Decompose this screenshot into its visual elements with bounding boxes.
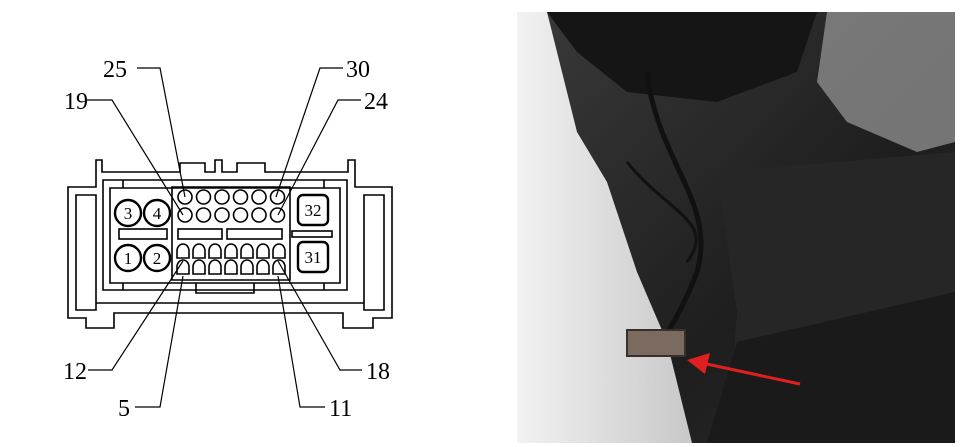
signal-pin: [192, 259, 206, 275]
signal-pin: [208, 259, 222, 275]
pin-label-1: 1: [124, 249, 133, 268]
signal-pin: [176, 259, 190, 275]
signal-pin: [256, 259, 270, 275]
pin-3: [113, 198, 143, 228]
callout-25: 25: [103, 57, 127, 83]
signal-pin: [214, 189, 230, 205]
signal-pin: [224, 259, 238, 275]
callout-11: 11: [329, 396, 352, 422]
signal-pin: [195, 189, 212, 205]
signal-pin: [192, 243, 206, 259]
connector-pinout-diagram: 3 4 1 2 32 31 25 19 30 24 12 5 18 11: [63, 57, 393, 422]
signal-pin: [232, 189, 249, 205]
dashboard-underside: [547, 12, 817, 102]
callout-5: 5: [118, 396, 130, 422]
wire: [625, 161, 698, 263]
pin-2: [142, 243, 172, 273]
signal-pin: [251, 207, 267, 223]
pin-label-3: 3: [124, 204, 133, 223]
signal-pin: [240, 259, 254, 275]
connector-location-photo: [517, 12, 955, 443]
signal-pin: [176, 243, 190, 259]
pin-1: [113, 243, 143, 273]
signal-pin: [256, 243, 270, 259]
signal-pin: [208, 243, 222, 259]
large-pins: 3 4 1 2 32 31: [113, 193, 330, 274]
signal-pin: [269, 207, 286, 223]
red-arrow-head: [687, 353, 710, 374]
signal-pin: [195, 207, 212, 223]
signal-pin: [251, 189, 267, 205]
signal-pin: [224, 243, 238, 259]
connector-in-photo: [626, 329, 686, 357]
pin-label-31: 31: [305, 248, 322, 267]
signal-pin: [232, 207, 249, 223]
pin-32: [296, 193, 330, 227]
callout-18: 18: [366, 359, 390, 385]
signal-pin: [240, 243, 254, 259]
pin-label-2: 2: [153, 249, 162, 268]
signal-pins: [176, 189, 286, 275]
connector-housing: [67, 159, 393, 329]
pin-label-4: 4: [153, 204, 162, 223]
wire-harness: [644, 71, 704, 354]
signal-pin: [214, 207, 230, 223]
callout-lines: [87, 67, 362, 408]
callout-19: 19: [64, 89, 88, 115]
callout-30: 30: [346, 57, 370, 83]
pin-4: [142, 198, 172, 228]
signal-pin: [272, 243, 286, 259]
floor-mat: [707, 292, 955, 443]
signal-pin: [269, 189, 286, 205]
steering-column: [817, 12, 955, 152]
callout-24: 24: [364, 89, 388, 115]
pin-31: [296, 240, 330, 274]
callout-12: 12: [63, 359, 87, 385]
pin-label-32: 32: [305, 201, 322, 220]
red-arrow: [701, 361, 801, 386]
signal-pin: [272, 259, 286, 275]
